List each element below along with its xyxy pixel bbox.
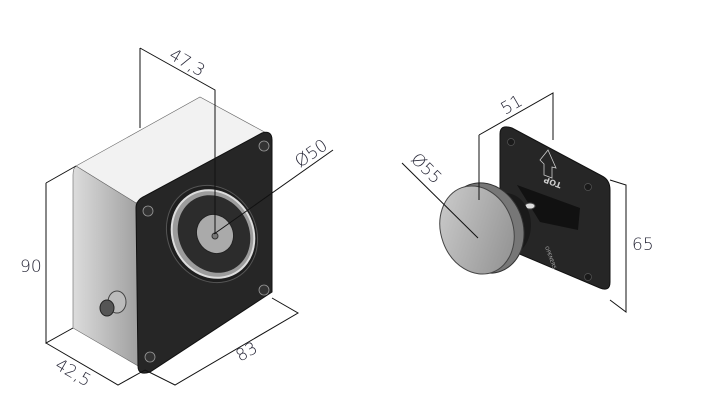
magnet-dimension-lines	[45, 47, 334, 386]
dimension-47-3: 47,3	[166, 45, 209, 81]
dimension-65: 65	[632, 235, 654, 255]
screw-icon	[142, 140, 270, 363]
dimension-42-5: 42,5	[52, 355, 95, 391]
electromagnet-housing	[72, 96, 273, 374]
armature-plate: TOP OPENERS	[439, 126, 611, 290]
cable-gland	[99, 290, 127, 317]
dimension-83: 83	[233, 338, 262, 366]
armature-dimension-lines	[401, 92, 627, 313]
armature-disc	[439, 185, 515, 275]
arrow-up-icon	[539, 149, 557, 179]
dimension-51: 51	[498, 91, 527, 119]
dimension-diameter-55: Ø55	[406, 149, 445, 188]
dimension-diameter-50: Ø50	[291, 136, 331, 172]
dimension-90: 90	[20, 257, 42, 277]
